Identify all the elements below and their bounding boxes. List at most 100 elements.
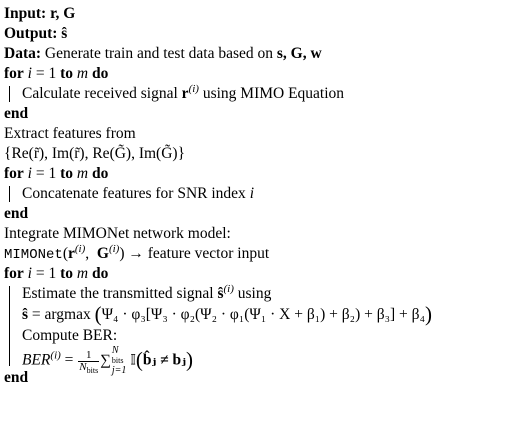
integrate-line: Integrate MIMONet network model: (4, 224, 516, 244)
mimonet-arrow: → feature vector input (124, 245, 270, 262)
loop1-rule (9, 86, 10, 102)
loop3-text-pre: Estimate the transmitted signal (22, 285, 214, 302)
algo-data-line: Data: Generate train and test data based… (4, 44, 516, 64)
loop1-header: for i = 1 to m do (4, 64, 516, 84)
ber-eq: = (60, 351, 78, 369)
mimonet-close: ) (119, 245, 125, 262)
loop-range: = 1 (31, 65, 61, 82)
sum-upper-n: N (111, 345, 119, 356)
loop2-statement: Concatenate features for SNR index i (22, 184, 516, 204)
indicator-symbol: 𝕀 (130, 352, 136, 369)
loop2-end: end (4, 204, 516, 224)
algo-output-line: Output: ŝ (4, 24, 516, 44)
data-text: Generate train and test data based on (44, 45, 274, 62)
input-label: Input: (4, 5, 47, 22)
sum-upper-sub: bits (111, 356, 124, 365)
loop3-statement-1: Estimate the transmitted signal ŝ(i) usi… (22, 282, 516, 304)
compute-ber-line: Compute BER: (22, 326, 516, 346)
data-vars: s, G, w (276, 45, 322, 62)
frac-numerator: 1 (78, 349, 100, 362)
loop1-body: Calculate received signal r(i) using MIM… (4, 82, 516, 104)
loop2-var: i (249, 185, 254, 202)
to-keyword: to (60, 265, 74, 282)
loop1-sup: (i) (188, 82, 199, 95)
output-label: Output: (4, 25, 58, 42)
mimonet-arg2-sup: (i) (108, 242, 120, 255)
features-set: {Re(r̃), Im(r̃), Re(G̃), Im(G̃)} (4, 145, 186, 162)
loop2-header: for i = 1 to m do (4, 164, 516, 184)
for-keyword: for (4, 165, 24, 182)
do-keyword: do (91, 165, 109, 182)
sum-symbol: ∑ (100, 352, 111, 369)
mimonet-line: MIMONet(r(i), G(i)) → feature vector inp… (4, 242, 516, 264)
loop3-rule (9, 286, 10, 366)
loop1-text-post: using MIMO Equation (202, 85, 345, 102)
loop1-statement: Calculate received signal r(i) using MIM… (22, 82, 516, 104)
to-keyword: to (60, 165, 74, 182)
loop-var: i (27, 165, 32, 182)
loop3-sup: (i) (223, 282, 234, 295)
loop-var: i (27, 65, 32, 82)
features-line: {Re(r̃), Im(r̃), Re(G̃), Im(G̃)} (4, 144, 516, 164)
mimonet-call: MIMONet (4, 247, 63, 263)
estimate-eq: = argmax (28, 306, 95, 323)
algo-input-line: Input: r, G (4, 4, 516, 24)
compute-ber-text: Compute BER: (22, 327, 118, 344)
end-keyword: end (4, 369, 29, 386)
ber-close-paren: ) (186, 347, 194, 372)
end-keyword: end (4, 205, 29, 222)
sum-lower: j=1 (111, 365, 127, 376)
do-keyword: do (91, 65, 109, 82)
loop2-body: Concatenate features for SNR index i (4, 184, 516, 204)
output-value: ŝ (61, 25, 68, 42)
ber-body: b̂ⱼ ≠ bⱼ (142, 351, 187, 369)
loop1-end: end (4, 104, 516, 124)
ber-open-paren: ( (135, 347, 143, 372)
frac-den-sub: bits (86, 365, 99, 375)
estimate-equation: ŝ = argmax (Ψ₄ · φ₃[Ψ₃ · φ₂(Ψ₂ · φ₁(Ψ₁ ·… (22, 304, 516, 326)
loop-limit: m (76, 65, 89, 82)
frac-den-n: N (79, 360, 87, 373)
integrate-text: Integrate MIMONet network model: (4, 225, 231, 242)
loop-limit: m (76, 265, 89, 282)
loop2-text: Concatenate features for SNR index (22, 185, 246, 202)
do-keyword: do (91, 265, 109, 282)
ber-lhs: BER (22, 351, 51, 369)
algorithm-block: Input: r, G Output: ŝ Data: Generate tra… (4, 4, 516, 388)
for-keyword: for (4, 65, 24, 82)
mimonet-open: ( (62, 245, 68, 262)
input-value: r, G (50, 5, 76, 22)
estimate-close-paren: ) (424, 302, 432, 326)
data-label: Data: (4, 45, 42, 62)
frac-denominator: Nbits (78, 360, 99, 375)
extract-text: Extract features from (4, 125, 136, 142)
loop3-text-post: using (237, 285, 272, 302)
estimate-open-paren: ( (94, 302, 102, 326)
end-keyword: end (4, 105, 29, 122)
loop3-header: for i = 1 to m do (4, 264, 516, 284)
loop1-var: r (181, 85, 189, 102)
ber-sup: (i) (50, 349, 61, 362)
loop2-rule (9, 186, 10, 202)
mimonet-arg1-sup: (i) (74, 242, 86, 255)
mimonet-sep: , (85, 245, 97, 262)
loop1-text-pre: Calculate received signal (22, 85, 178, 102)
extract-line: Extract features from (4, 124, 516, 144)
loop3-var: ŝ (217, 285, 224, 302)
loop3-body: Estimate the transmitted signal ŝ(i) usi… (4, 282, 516, 376)
mimonet-arg2: G (96, 245, 109, 262)
loop-var: i (27, 265, 32, 282)
estimate-body: Ψ₄ · φ₃[Ψ₃ · φ₂(Ψ₂ · φ₁(Ψ₁ · X + β₁) + β… (101, 306, 425, 323)
to-keyword: to (60, 65, 74, 82)
loop3-end: end (4, 368, 516, 388)
loop-range: = 1 (31, 265, 61, 282)
loop-range: = 1 (31, 165, 61, 182)
for-keyword: for (4, 265, 24, 282)
mimonet-arg1: r (67, 245, 75, 262)
estimate-lhs: ŝ (22, 306, 29, 323)
loop-limit: m (76, 165, 89, 182)
